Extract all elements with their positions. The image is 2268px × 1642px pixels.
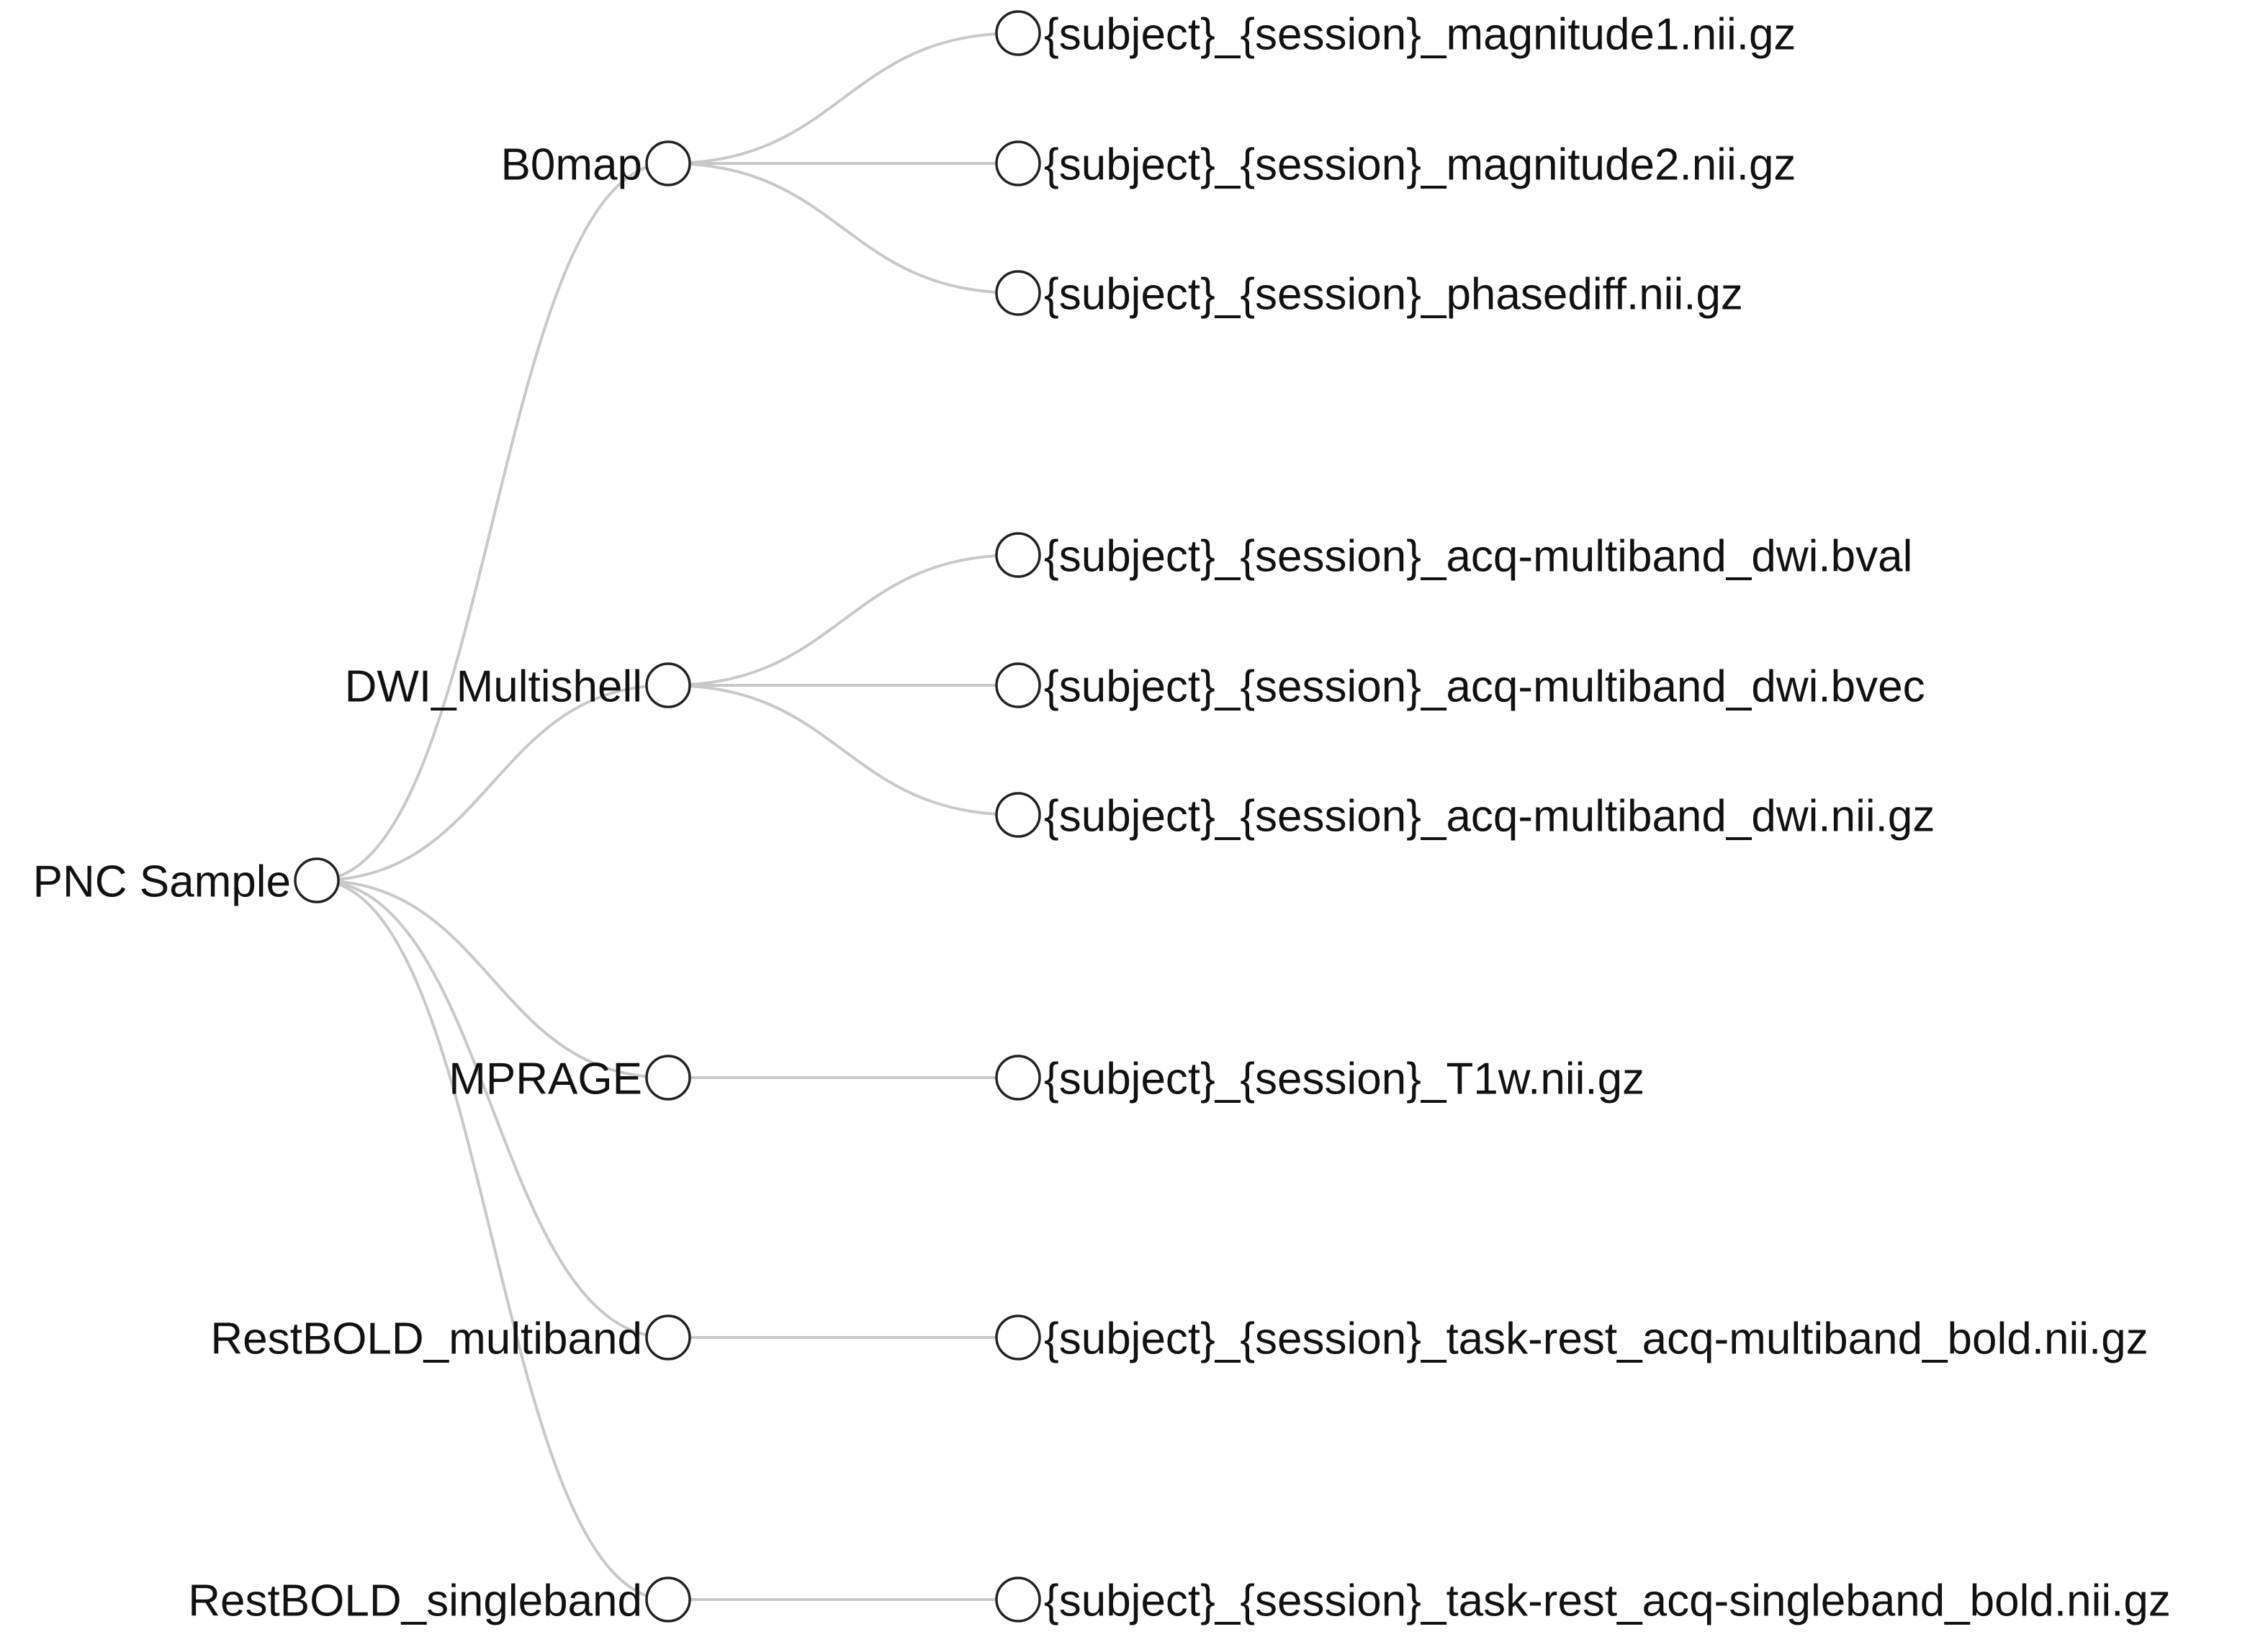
file-node-3-0-circle[interactable] [995,1314,1041,1361]
category-node-2-label: MPRAGE [449,1054,642,1104]
link-root-to-3 [316,879,669,1339]
file-node-2-0-label: {subject}_{session}_T1w.nii.gz [1044,1054,1644,1104]
file-node-1-1-label: {subject}_{session}_acq-multiband_dwi.bv… [1044,662,1925,711]
file-node-1-1[interactable]: {subject}_{session}_acq-multiband_dwi.bv… [995,662,1925,711]
category-node-1-label: DWI_Multishell [345,662,642,711]
file-node-0-0-label: {subject}_{session}_magnitude1.nii.gz [1044,9,1796,59]
file-node-1-2[interactable]: {subject}_{session}_acq-multiband_dwi.ni… [995,791,1935,841]
file-node-0-0[interactable]: {subject}_{session}_magnitude1.nii.gz [995,9,1796,59]
root-node[interactable]: PNC Sample [33,857,340,906]
category-node-2-circle[interactable] [645,1055,691,1101]
category-node-0[interactable]: B0map [501,140,691,189]
file-node-3-0[interactable]: {subject}_{session}_task-rest_acq-multib… [995,1314,2148,1363]
file-node-1-0-circle[interactable] [995,532,1041,578]
category-node-4-circle[interactable] [645,1576,691,1623]
file-node-0-1[interactable]: {subject}_{session}_magnitude2.nii.gz [995,140,1796,189]
file-node-1-2-circle[interactable] [995,792,1041,838]
category-node-4-label: RestBOLD_singleband [188,1576,642,1625]
category-node-3[interactable]: RestBOLD_multiband [210,1314,691,1363]
file-node-1-1-circle[interactable] [995,662,1041,708]
root-node-label: PNC Sample [33,857,291,906]
category-node-3-label: RestBOLD_multiband [210,1314,642,1363]
link-root-to-0 [316,162,669,882]
link-root-to-2 [316,879,669,1079]
link-root-to-4 [316,879,669,1601]
file-node-0-1-label: {subject}_{session}_magnitude2.nii.gz [1044,140,1796,189]
category-node-0-label: B0map [501,140,642,189]
file-node-0-2-label: {subject}_{session}_phasediff.nii.gz [1044,269,1743,319]
category-node-2[interactable]: MPRAGE [449,1054,691,1104]
file-node-1-0[interactable]: {subject}_{session}_acq-multiband_dwi.bv… [995,531,1912,581]
root-node-circle[interactable] [294,857,340,903]
file-node-4-0-label: {subject}_{session}_task-rest_acq-single… [1044,1576,2171,1625]
file-node-0-0-circle[interactable] [995,10,1041,56]
file-node-2-0[interactable]: {subject}_{session}_T1w.nii.gz [995,1054,1644,1104]
category-node-3-circle[interactable] [645,1314,691,1361]
link-root-to-1 [316,684,669,882]
link-1-to-2 [667,684,1019,816]
file-node-4-0-circle[interactable] [995,1576,1041,1623]
link-0-to-2 [667,162,1019,294]
category-node-1[interactable]: DWI_Multishell [345,662,691,711]
file-node-0-2-circle[interactable] [995,270,1041,316]
tree-nodes: PNC Sample B0map {subject}_{session}_magni… [33,9,2171,1625]
file-node-2-0-circle[interactable] [995,1055,1041,1101]
file-node-3-0-label: {subject}_{session}_task-rest_acq-multib… [1044,1314,2148,1363]
category-node-0-circle[interactable] [645,140,691,186]
file-node-1-2-label: {subject}_{session}_acq-multiband_dwi.ni… [1044,791,1935,841]
file-node-4-0[interactable]: {subject}_{session}_task-rest_acq-single… [995,1576,2171,1625]
link-1-to-0 [667,554,1019,687]
link-0-to-0 [667,32,1019,165]
file-node-0-1-circle[interactable] [995,140,1041,186]
tree-links [316,32,1019,1602]
file-node-1-0-label: {subject}_{session}_acq-multiband_dwi.bv… [1044,531,1912,581]
category-node-1-circle[interactable] [645,662,691,708]
file-node-0-2[interactable]: {subject}_{session}_phasediff.nii.gz [995,269,1743,319]
category-node-4[interactable]: RestBOLD_singleband [188,1576,691,1625]
